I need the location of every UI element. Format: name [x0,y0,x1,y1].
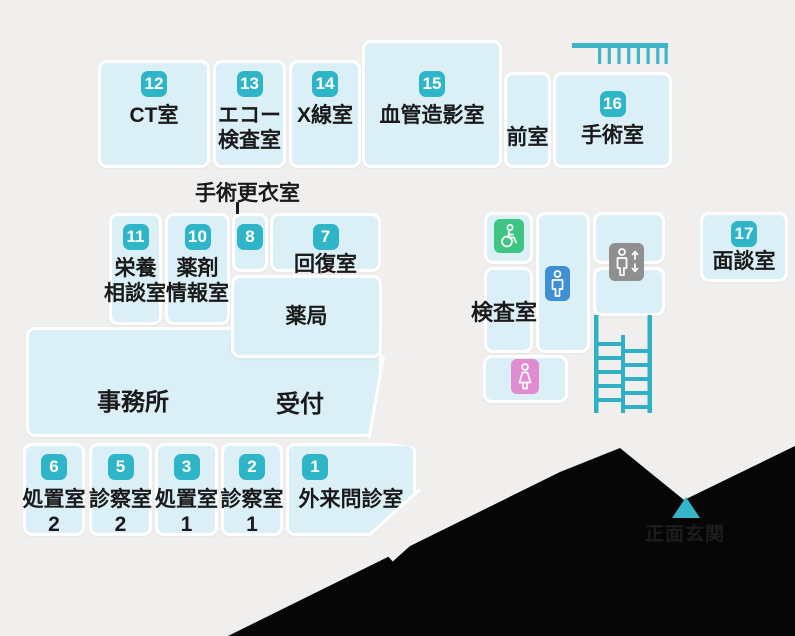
room-number-badge: 6 [41,454,67,480]
room-label: 外来問診室 [298,488,404,511]
entrance-label: 正面玄関 [644,524,725,545]
room-operating: 16 手術室 [553,72,672,168]
room-label: 処置室 2 [22,488,86,536]
office-label: 事務所 [97,389,169,416]
mountain-shape [228,446,795,636]
room-number-badge: 14 [312,71,338,97]
room-number-badge: 11 [122,224,149,250]
room-label: 栄養 相談室 [104,257,167,305]
hatch-icon [572,43,668,64]
room-label: 診察室 2 [89,488,152,536]
room-drug-information: 10 薬剤 情報室 [165,213,230,325]
room-recovery: 7 回復室 [270,213,381,276]
wheelchair-icon [494,219,524,253]
room-label: CT室 [129,104,179,127]
room-interview: 17 面談室 [700,212,788,282]
room-label: X線室 [296,104,353,127]
room-nutrition-counseling: 11 栄養 相談室 [104,213,167,325]
room-label: 薬局 [285,305,328,328]
room-surgery-changing: 8 [232,213,268,272]
exam-room-label: 検査室 [470,300,537,325]
room-label: 処置室 1 [155,488,218,536]
room-number-badge: 16 [599,91,626,117]
room-number-badge: 12 [141,71,167,97]
female-toilet-icon [511,359,539,394]
dressing-room-connector [236,202,239,214]
room-outpatient-interview: 1 外来問診室 [286,443,416,536]
room-label: 回復室 [294,253,357,276]
room-echo: 13 エコー 検査室 [213,60,286,168]
room-pharmacy: 薬局 [231,275,382,358]
room-consultation-2: 5 診察室 2 [89,443,152,536]
room-angiography: 15 血管造影室 [362,40,502,168]
room-label: 面談室 [712,250,776,273]
room-label: 手術室 [581,124,644,147]
room-number-badge: 13 [236,71,263,97]
office-reception-block: 事務所 受付 [26,327,382,437]
room-number-badge: 1 [302,454,328,480]
reception-label: 受付 [276,391,324,418]
room-number-badge: 10 [184,224,211,250]
room-label: エコー 検査室 [218,104,281,152]
room-treatment-1: 3 処置室 1 [155,443,218,536]
room-label: 血管造影室 [379,104,485,127]
room-label: 診察室 1 [220,488,284,536]
male-toilet-icon [545,266,570,301]
stairs-icon [594,315,652,413]
room-number-badge: 5 [107,454,134,480]
room-label: 前室 [506,126,549,149]
exam-area-box-exam-room [484,267,533,353]
room-number-badge: 3 [173,454,200,480]
room-anteroom: 前室 [504,72,551,168]
room-number-badge: 17 [731,221,757,247]
room-label: 薬剤 情報室 [166,257,229,305]
room-treatment-2: 6 処置室 2 [22,443,86,536]
location-marker-icon [672,497,700,518]
elevator-icon [609,243,644,281]
room-xray: 14 X線室 [289,60,361,168]
room-number-badge: 8 [237,224,263,250]
mountain-silhouette [228,446,795,636]
room-consultation-1: 2 診察室 1 [220,443,284,536]
room-number-badge: 7 [312,224,339,250]
dressing-room-label: 手術更衣室 [195,182,300,205]
room-number-badge: 15 [419,71,445,97]
room-ct: 12 CT室 [98,60,210,168]
room-number-badge: 2 [239,454,265,480]
